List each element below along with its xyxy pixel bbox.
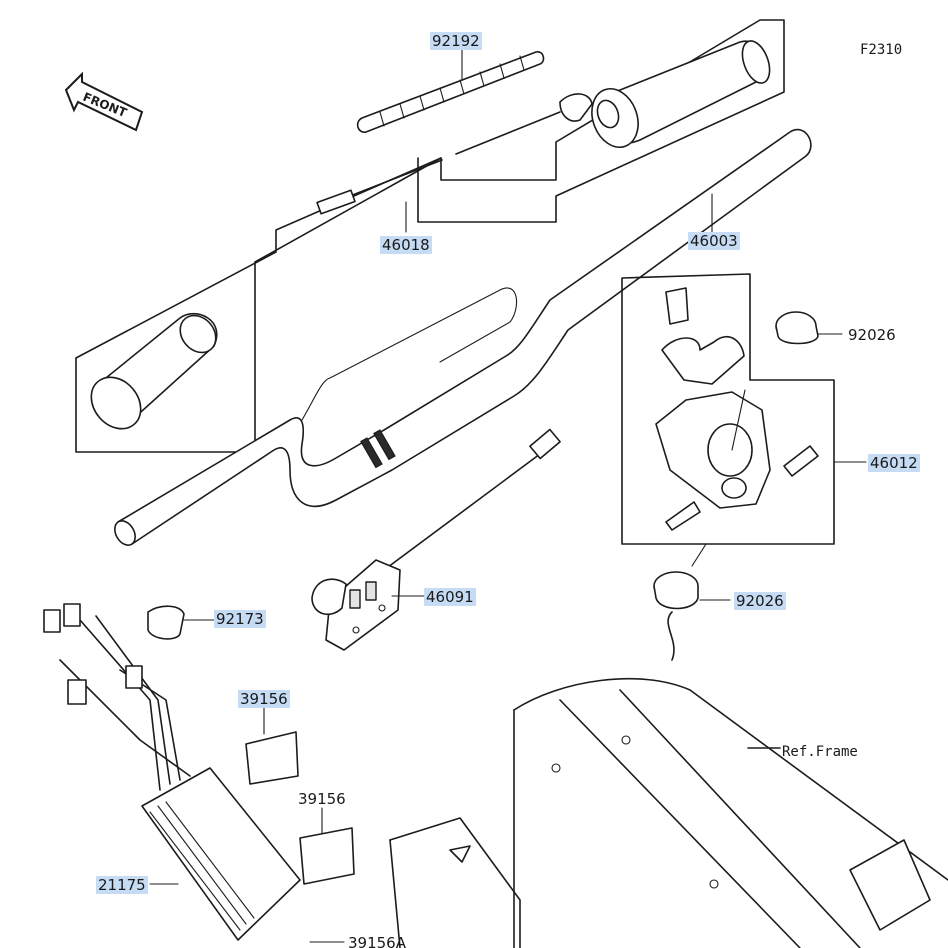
left-grip-part [90, 313, 218, 430]
pad-part-mid [299, 827, 355, 885]
assembly-outline-left [75, 157, 442, 359]
switch-part [311, 428, 561, 651]
front-arrow-icon: FRONT [64, 72, 144, 132]
callout-39156A[interactable]: 39156A [348, 934, 406, 948]
callout-46012[interactable]: 46012 [868, 454, 920, 472]
callout-92026-bottom[interactable]: 92026 [734, 592, 786, 610]
figure-code: F2310 [860, 42, 903, 58]
frame-part [389, 611, 948, 948]
callout-39156-mid[interactable]: 39156 [298, 790, 346, 808]
controller-part [43, 603, 301, 941]
reference-label: Ref.Frame [782, 744, 858, 760]
callout-46018[interactable]: 46018 [380, 236, 432, 254]
handlebar-part [114, 128, 812, 546]
spiral-band-part [356, 51, 545, 133]
pad-part-top [245, 731, 299, 785]
callout-46091[interactable]: 46091 [424, 588, 476, 606]
collar-part [147, 605, 185, 640]
throttle-grip-part [559, 40, 771, 148]
throttle-cable-part [316, 111, 561, 215]
callout-92192[interactable]: 92192 [430, 32, 482, 50]
assembly-outline [75, 19, 785, 453]
callout-39156-top[interactable]: 39156 [238, 690, 290, 708]
callout-92026-top[interactable]: 92026 [848, 326, 896, 344]
callout-46003[interactable]: 46003 [688, 232, 740, 250]
clamp-box [621, 273, 867, 610]
callout-21175[interactable]: 21175 [96, 876, 148, 894]
callout-92173[interactable]: 92173 [214, 610, 266, 628]
